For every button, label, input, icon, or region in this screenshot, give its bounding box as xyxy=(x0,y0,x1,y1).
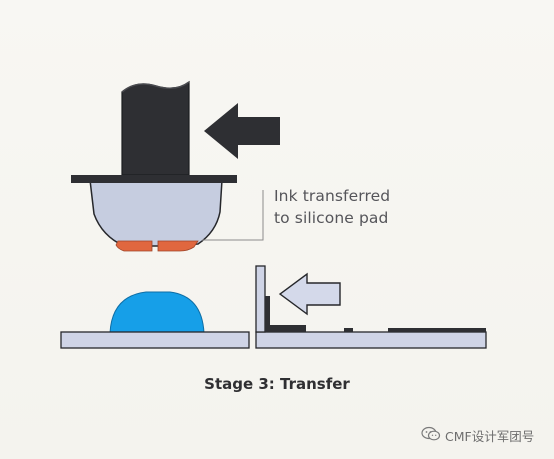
ink-leader-line xyxy=(202,190,264,241)
silicone-pad xyxy=(89,179,223,247)
blue-dome-product xyxy=(109,291,205,334)
cliche-plate xyxy=(255,331,487,349)
etch-strip-2 xyxy=(388,328,486,332)
doctor-blade xyxy=(255,265,266,333)
motion-arrow-solid xyxy=(204,103,280,159)
watermark-text: CMF设计军团号 xyxy=(445,428,535,444)
annotation-line-2: to silicone pad xyxy=(274,209,389,227)
ink-on-pad-left xyxy=(115,240,153,252)
press-shaft xyxy=(121,80,190,176)
watermark: CMF设计军团号 xyxy=(421,424,534,446)
stage-caption: Stage 3: Transfer xyxy=(204,375,350,393)
pad-press-assembly xyxy=(71,80,264,252)
blade-edge xyxy=(265,296,306,332)
substrate-base xyxy=(60,331,250,349)
motion-arrow-outline xyxy=(278,272,341,316)
press-shaft-top xyxy=(121,81,190,93)
ink-transfer-annotation: Ink transferred to silicone pad xyxy=(274,185,390,229)
product-substrate xyxy=(60,291,250,349)
wechat-icon xyxy=(421,426,441,445)
cliche-plate-assembly xyxy=(255,265,487,349)
press-plate xyxy=(71,175,237,183)
annotation-line-1: Ink transferred xyxy=(274,187,391,205)
ink-on-pad-right xyxy=(157,240,199,252)
etch-strip-1 xyxy=(344,328,353,332)
